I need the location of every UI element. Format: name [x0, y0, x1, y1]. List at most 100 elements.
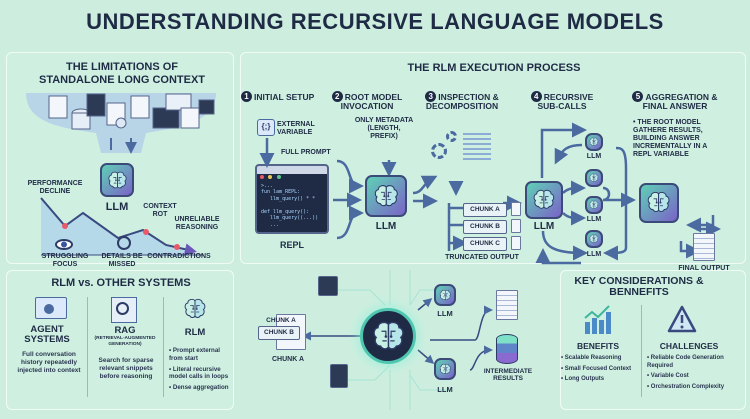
page-title: UNDERSTANDING RECURSIVE LANGUAGE MODELS	[86, 9, 664, 34]
limitations-heading: THE LIMITATIONS OF STANDALONE LONG CONTE…	[38, 61, 205, 86]
flow-arrows	[259, 122, 721, 265]
repl-code-line: ...	[261, 221, 280, 228]
benefit-item: Small Focused Context	[561, 366, 639, 374]
gears-icon	[446, 131, 457, 142]
repl-window: >... fun lam_REPL: llm_query() * * def l…	[255, 164, 329, 234]
chunk-a: CHUNK A	[463, 203, 507, 217]
chunk-c: CHUNK C	[463, 237, 507, 251]
sub-root-llm-label: LLM	[533, 221, 555, 232]
hub-diagram: CHUNK A CHUNK B CHUNK A LLM LLM INTERMED…	[240, 270, 555, 410]
repl-label: REPL	[279, 240, 304, 250]
process-heading: THE RLM EXECUTION PROCESS	[407, 62, 581, 74]
label-contradictions: CONTRADICTIONS	[147, 253, 211, 260]
rlm-bullet: Dense aggregation	[169, 384, 233, 392]
code-window-icon	[330, 364, 348, 388]
sub-llm-label: LLM	[586, 251, 602, 258]
warning-icon	[667, 305, 697, 333]
text-lines-icon	[463, 133, 491, 161]
truncated-output-label: TRUNCATED OUTPUT	[445, 254, 519, 261]
magnifier-icon	[115, 117, 127, 129]
challenge-item: Variable Cost	[647, 373, 745, 381]
challenges-title: CHALLENGES	[659, 341, 719, 351]
benefit-item: Long Outputs	[561, 376, 639, 384]
sub-llm-icon	[585, 169, 603, 187]
challenges-list: Reliable Code Generation Required Variab…	[647, 355, 745, 394]
label-unreliable-reasoning: UNRELIABLE REASONING	[174, 216, 220, 232]
external-variable-icon: {;}	[257, 119, 275, 136]
llm-label: LLM	[105, 201, 129, 213]
sub-llm-icon	[585, 133, 603, 151]
divider	[163, 297, 164, 397]
label-performance-decline: PERFORMANCE DECLINE	[27, 180, 83, 196]
label-struggling-focus: STRUGGLING FOCUS	[41, 253, 89, 269]
hub-llm-icon	[434, 284, 456, 306]
code-window-icon	[152, 107, 180, 129]
circuit-lines	[302, 270, 493, 410]
challenge-item: Reliable Code Generation Required	[647, 355, 745, 370]
root-llm-label: LLM	[375, 221, 397, 232]
llm-icon	[100, 163, 134, 197]
agent-title: AGENT SYSTEMS	[24, 324, 70, 345]
hub-chunk-a: CHUNK A	[266, 317, 296, 324]
external-variable-label: EXTERNAL VARIABLE	[277, 121, 315, 137]
hub-llm-label: LLM	[437, 385, 453, 394]
rlm-brain-icon	[183, 297, 207, 321]
settings-window-icon	[318, 276, 338, 296]
benefits-title: BENEFITS	[576, 341, 620, 351]
benefit-item: Scalable Reasoning	[561, 355, 639, 363]
full-prompt-label: FULL PROMPT	[281, 149, 331, 156]
gears-icon	[431, 143, 447, 159]
metadata-label: ONLY METADATA (LENGTH, PREFIX)	[354, 117, 414, 141]
rag-desc: Search for sparse relevant snippets befo…	[98, 357, 154, 380]
rlm-bullets: Prompt external from start Literal recur…	[169, 347, 233, 395]
database-icon	[496, 334, 518, 364]
sub-root-llm-icon	[525, 181, 563, 219]
rlm-bullet: Literal recursive model calls in loops	[169, 366, 233, 382]
final-output-document	[693, 233, 715, 261]
hub-chunk-b: CHUNK B	[258, 326, 300, 340]
agent-desc: Full conversation history repeatedly inj…	[17, 351, 81, 374]
document-icon	[48, 95, 68, 119]
repl-code-line: >...	[261, 182, 274, 189]
chunk-b: CHUNK B	[463, 220, 507, 234]
sub-llm-icon	[585, 196, 603, 214]
hub-llm-icon	[434, 358, 456, 380]
rlm-title: RLM	[184, 327, 206, 338]
rag-subtitle: (RETRIEVAL-AUGMENTED GENERATION)	[94, 336, 156, 347]
growth-chart-icon	[584, 305, 611, 334]
magnifier-icon	[117, 236, 131, 250]
rag-search-icon	[111, 297, 137, 323]
label-context-rot: CONTEXT ROT	[143, 203, 177, 219]
sub-llm-label: LLM	[586, 216, 602, 223]
hub-llm-label: LLM	[437, 309, 453, 318]
aggregation-note: • THE ROOT MODEL GATHERE RESULTS, BUILDI…	[633, 119, 708, 159]
aggregator-llm-icon	[639, 183, 679, 223]
comparison-heading: RLM vs. OTHER SYSTEMS	[51, 277, 191, 289]
divider	[641, 305, 642, 397]
considerations-panel: KEY CONSIDERATIONS & BENNEFITS BENEFITS …	[560, 270, 746, 410]
repl-code-line: llm_query((...))	[261, 215, 319, 221]
result-document-icon	[496, 290, 518, 320]
document-icon	[511, 219, 521, 233]
document-icon	[511, 202, 521, 216]
agent-icon	[35, 297, 67, 319]
final-output-label: FINAL OUTPUT	[678, 265, 730, 272]
central-brain-hub	[360, 308, 416, 364]
sub-llm-icon	[585, 230, 603, 248]
root-llm-icon	[365, 175, 407, 217]
data-sources-funnel	[26, 93, 216, 158]
repl-code-line: def llm_query():	[261, 208, 310, 215]
label-details-missed: DETAILS BE MISSED	[101, 253, 143, 269]
rag-title: RAG	[114, 325, 136, 336]
benefits-list: Scalable Reasoning Small Focused Context…	[561, 355, 639, 387]
intermediate-results-label: INTERMEDIATE RESULTS	[483, 368, 533, 383]
eye-icon	[55, 239, 73, 250]
document-icon	[511, 236, 521, 250]
sub-llm-label: LLM	[586, 153, 602, 160]
